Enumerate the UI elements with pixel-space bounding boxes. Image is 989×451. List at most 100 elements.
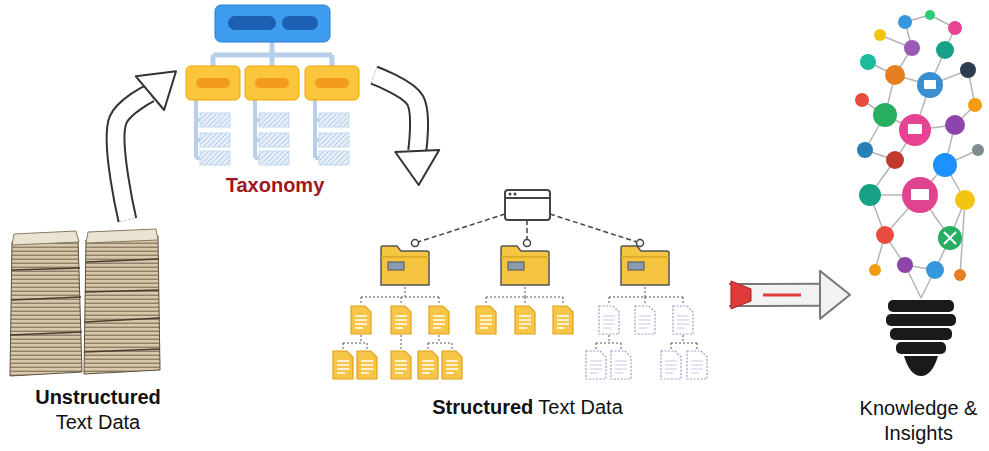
folder-tree-part (621, 246, 669, 285)
paper-stacks-part (12, 231, 79, 245)
lightbulb-part (873, 103, 897, 127)
illustration-node: Taxonomy (176, 0, 374, 198)
lightbulb-part (902, 177, 938, 213)
taxonomy-icon-part (259, 133, 289, 147)
folder-tree-part (351, 306, 371, 334)
caption: Taxonomy (176, 173, 374, 198)
folder-tree-part (611, 351, 631, 379)
folder-tree-part (357, 351, 377, 379)
taxonomy-icon-part (213, 42, 332, 68)
caption: Knowledge & Insights (850, 396, 987, 446)
caption-text: Unstructured (0, 385, 196, 410)
folder-tree-part (381, 246, 429, 285)
lightbulb-part (925, 10, 935, 20)
lightbulb-part (945, 115, 965, 135)
lightbulb-part (936, 41, 954, 59)
taxonomy-icon-part (200, 151, 230, 165)
flow-arrow (374, 75, 439, 185)
paper-stacks-part (86, 229, 158, 243)
folder-tree-part (687, 351, 707, 379)
lightbulb-part (933, 153, 957, 177)
folder-tree (333, 190, 707, 379)
taxonomy-icon-part (186, 66, 240, 100)
folder-tree-part (524, 240, 531, 247)
lightbulb-part (908, 124, 922, 134)
flow-arrow (729, 271, 850, 319)
lightbulb-part (917, 72, 943, 98)
folder-tree-part (476, 306, 496, 334)
lightbulb (855, 10, 984, 376)
lightbulb-part (911, 189, 929, 200)
lightbulb-part (855, 93, 869, 107)
arrow-head (136, 71, 176, 110)
caption-text: Structured (432, 395, 533, 420)
lightbulb-part (960, 62, 976, 78)
taxonomy-icon-part (259, 113, 289, 127)
lightbulb-part (898, 15, 912, 29)
folder-tree-part (635, 306, 655, 334)
lightbulb-part (938, 226, 962, 250)
lightbulb-part (862, 15, 978, 298)
lightbulb-part (899, 114, 931, 146)
illustration-node: StructuredText Data (326, 185, 729, 420)
lightbulb-part (896, 342, 946, 354)
lightbulb-part (904, 356, 938, 376)
paper-stacks (10, 229, 160, 376)
taxonomy-icon-part (200, 113, 230, 127)
caption-text: Knowledge & Insights (859, 396, 979, 446)
taxonomy-icon-part (282, 16, 318, 30)
folder-tree-part (505, 190, 550, 220)
rocket-stripe (763, 293, 801, 296)
lightbulb-part (972, 144, 984, 156)
lightbulb-part (885, 65, 905, 85)
taxonomy-icon-part (196, 78, 230, 88)
arrow-body (116, 93, 150, 220)
taxonomy-icon-part (228, 16, 276, 30)
lightbulb-part (955, 190, 975, 210)
lightbulb-part (874, 29, 886, 41)
taxonomy-icon-part (259, 151, 289, 165)
rocket-fin (731, 281, 751, 309)
arrow-head (395, 150, 439, 185)
folder-tree-part (553, 306, 573, 334)
folder-tree-part (515, 306, 535, 334)
lightbulb-part (857, 142, 873, 158)
lightbulb-part (859, 184, 881, 206)
lightbulb-part (876, 226, 894, 244)
taxonomy-icon-part (200, 133, 230, 147)
lightbulb-part (890, 328, 952, 340)
lightbulb-part (968, 98, 982, 112)
arrow-head (820, 271, 850, 319)
taxonomy-icon-part (319, 113, 349, 127)
illustration-node: UnstructuredText Data (0, 220, 196, 435)
folder-tree-part (599, 306, 619, 334)
flow-arrow (116, 71, 176, 220)
lightbulb-part (869, 264, 881, 276)
taxonomy-icon-part (215, 5, 330, 42)
folder-tree-part (509, 193, 512, 196)
folder-tree-part (514, 193, 517, 196)
lightbulb-part (860, 54, 876, 70)
paper-stacks-part (84, 259, 160, 352)
folder-tree-part (412, 240, 419, 247)
folder-tree-part (501, 246, 549, 285)
lightbulb-part (944, 232, 956, 244)
paper-stacks-part (10, 268, 82, 335)
lightbulb-part (924, 80, 936, 89)
folder-tree-part (333, 351, 353, 379)
caption: UnstructuredText Data (0, 385, 196, 435)
taxonomy-icon-part (245, 66, 299, 100)
taxonomy-icon-part (319, 151, 349, 165)
folder-tree-part (586, 351, 606, 379)
lightbulb-part (886, 151, 904, 169)
lightbulb-part (888, 300, 954, 312)
arrow-body (374, 75, 419, 151)
arrow-outline (374, 75, 419, 151)
folder-tree-part (343, 287, 697, 350)
folder-tree-part (673, 306, 693, 334)
taxonomy-icon-part (255, 78, 289, 88)
lightbulb-part (886, 314, 956, 326)
lightbulb-part (926, 261, 944, 279)
